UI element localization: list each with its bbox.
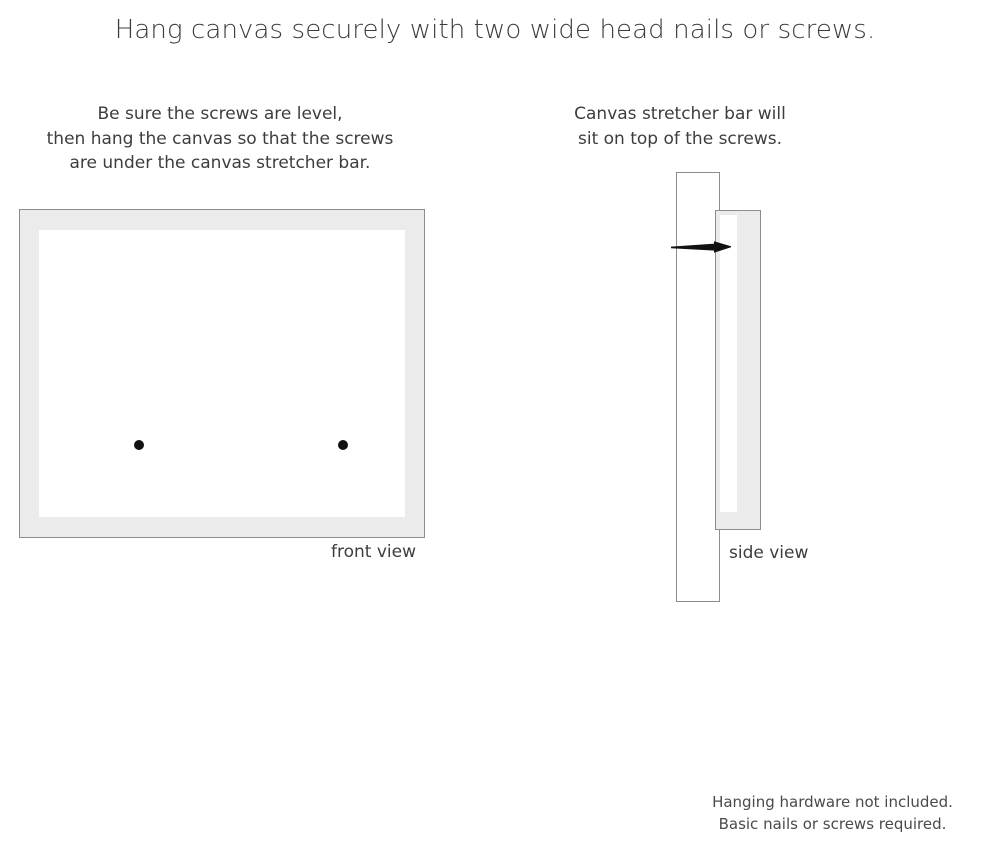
footer-line-2: Basic nails or screws required. [718, 815, 947, 833]
side-view-caption-line-2: sit on top of the screws. [577, 128, 783, 149]
canvas-stretcher-bar-inner [720, 215, 737, 512]
side-view-caption: Canvas stretcher bar will sit on top of … [540, 102, 820, 151]
nail-icon [671, 241, 731, 253]
page-title: Hang canvas securely with two wide head … [114, 15, 876, 45]
footer-disclaimer: Hanging hardware not included. Basic nai… [690, 791, 975, 835]
front-view-caption-line-1: Be sure the screws are level, [97, 104, 343, 124]
front-view-label: front view [331, 542, 416, 562]
side-view-diagram [671, 172, 796, 604]
side-view-label: side view [729, 543, 809, 563]
front-view-caption-line-3: are under the canvas stretcher bar. [69, 153, 371, 173]
front-view-caption-line-2: then hang the canvas so that the screws [46, 128, 394, 149]
front-view-diagram [19, 209, 425, 538]
footer-line-1: Hanging hardware not included. [712, 793, 953, 811]
wall-profile [676, 172, 720, 602]
canvas-surface-front [39, 230, 405, 517]
front-view-caption: Be sure the screws are level, then hang … [10, 102, 430, 176]
side-view-caption-line-1: Canvas stretcher bar will [574, 104, 786, 124]
screw-dot-left [134, 440, 144, 450]
screw-dot-right [338, 440, 348, 450]
